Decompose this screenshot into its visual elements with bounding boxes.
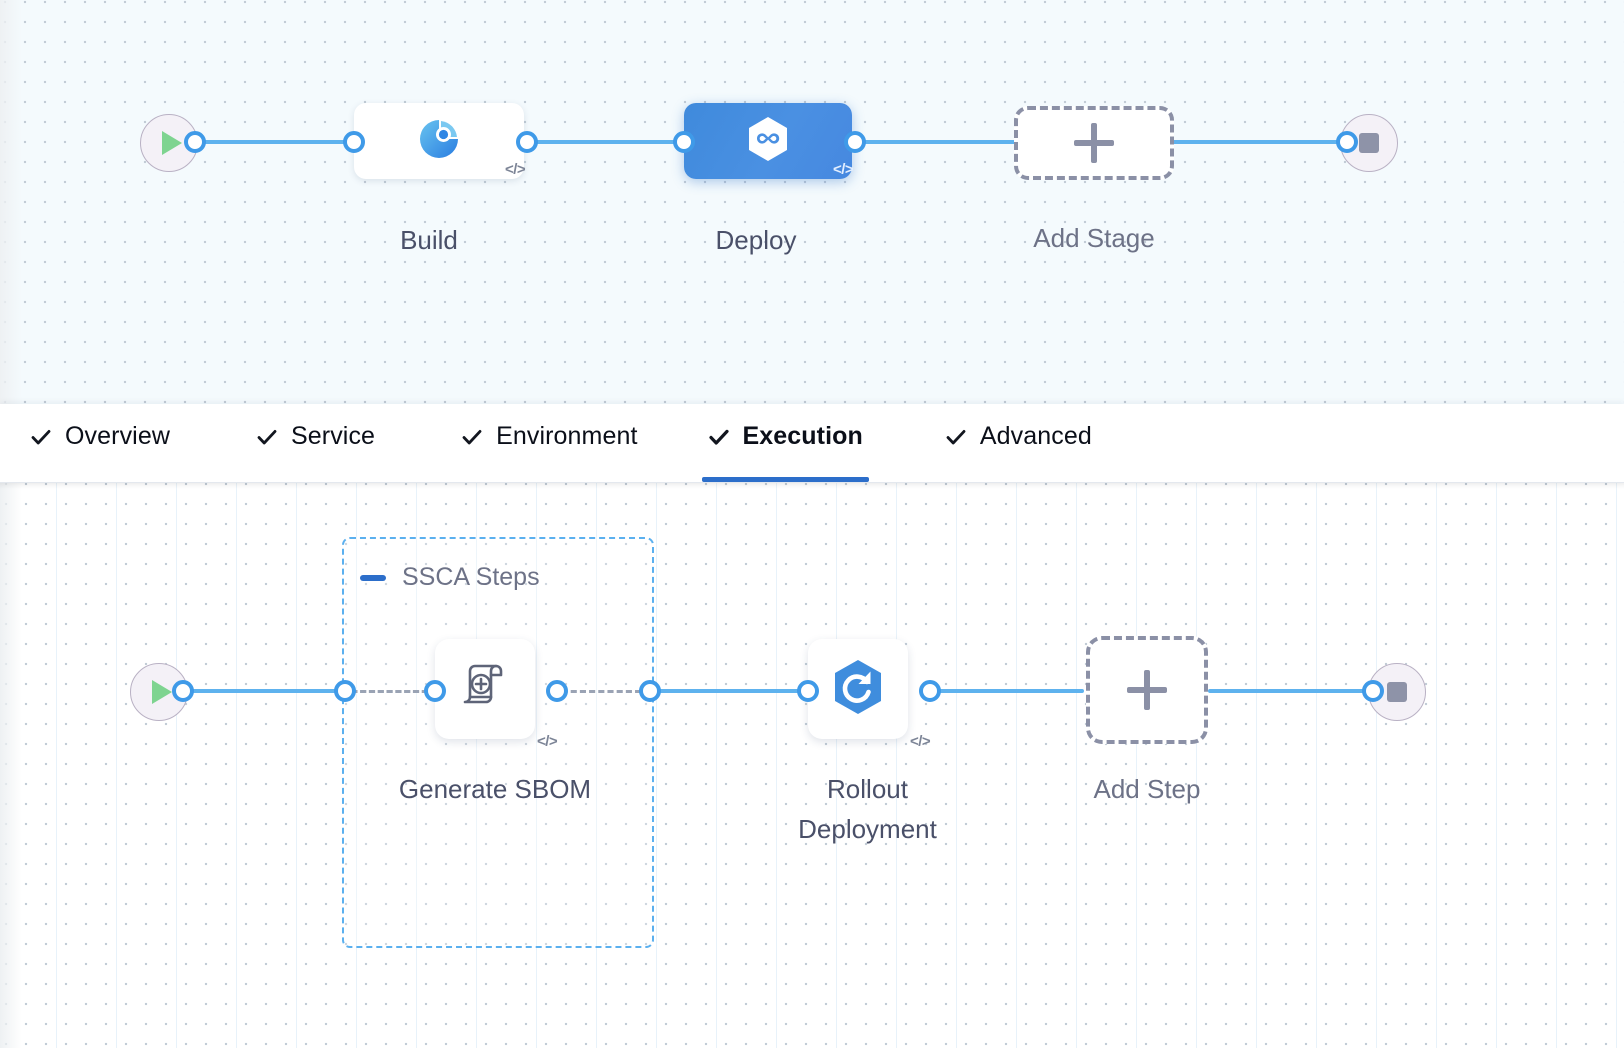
tab-overview[interactable]: Overview [26,404,174,482]
edge-addstage-to-end [1168,140,1358,144]
deploy-hexagon-infinity-icon [744,114,792,169]
tab-execution[interactable]: Execution [701,404,870,482]
rollout-hexagon-refresh-icon [829,657,887,722]
port-build-in[interactable] [343,131,365,153]
port-step-end-in[interactable] [1362,680,1384,702]
ssca-steps-group-title: SSCA Steps [402,563,540,591]
check-icon [708,426,730,448]
play-icon [151,680,172,704]
sbom-scroll-plus-icon [456,658,514,721]
stop-icon [1387,682,1407,702]
edge-sbom-to-group-out [560,690,656,693]
ssca-steps-group[interactable] [342,537,654,948]
port-rollout-in[interactable] [797,680,819,702]
check-icon [461,426,483,448]
edge-start-to-group [168,689,352,693]
sbom-code-badge[interactable]: </> [537,733,558,750]
port-group-in[interactable] [334,680,356,702]
minus-icon[interactable] [360,574,386,581]
edge-addstep-to-end [1208,689,1378,693]
stage-label-build: Build [400,225,458,255]
stop-icon [1359,133,1379,153]
port-group-out[interactable] [639,680,661,702]
step-label-rollout-deployment: Rollout Deployment [798,774,937,844]
tab-advanced[interactable]: Advanced [941,404,1096,482]
port-sbom-out[interactable] [546,680,568,702]
port-sbom-in[interactable] [424,680,446,702]
ssca-steps-group-header: SSCA Steps [360,563,540,592]
build-code-badge[interactable]: </> [505,161,526,178]
stage-card-build[interactable] [354,103,524,179]
build-pie-icon [415,115,463,168]
edge-rollout-to-addstep [924,689,1084,693]
tab-list: Overview Service Environment Execution [0,404,1624,482]
deploy-code-badge[interactable]: </> [833,161,854,178]
step-card-rollout-deployment[interactable] [808,639,908,739]
port-step-start-out[interactable] [172,680,194,702]
plus-icon [1074,123,1114,163]
check-icon [30,426,52,448]
edge-deploy-to-addstage [840,140,1020,144]
port-end-in[interactable] [1336,131,1358,153]
check-icon [256,426,278,448]
port-deploy-in[interactable] [673,131,695,153]
tab-environment[interactable]: Environment [457,404,641,482]
edge-group-to-rollout [650,689,820,693]
rollout-code-badge[interactable]: </> [910,733,931,750]
tab-label-service: Service [291,421,376,450]
tab-label-execution: Execution [742,421,863,450]
port-rollout-out[interactable] [919,680,941,702]
edge-start-to-build [178,140,358,144]
add-step-button[interactable] [1086,636,1208,744]
port-start-out[interactable] [184,131,206,153]
port-build-out[interactable] [516,131,538,153]
stage-label-deploy: Deploy [715,225,797,255]
step-label-generate-sbom: Generate SBOM [398,774,592,804]
step-card-generate-sbom-visual[interactable] [435,639,535,739]
plus-icon [1127,670,1167,710]
play-icon [161,131,182,155]
stage-canvas[interactable]: </> Build </> Deploy Add Stage [0,0,1624,408]
stage-start-node[interactable] [140,114,198,172]
tab-label-environment: Environment [496,421,638,450]
stage-card-deploy[interactable] [684,103,852,179]
add-stage-button[interactable] [1014,106,1174,180]
edge-group-in-to-sbom [350,690,442,693]
add-step-label: Add Step [1093,774,1201,804]
add-stage-label: Add Stage [1033,223,1155,253]
port-deploy-out[interactable] [844,131,866,153]
tab-service[interactable]: Service [252,404,379,482]
tab-label-overview: Overview [65,421,170,450]
step-canvas[interactable]: SSCA Steps [0,481,1624,1048]
edge-build-to-deploy [514,140,694,144]
check-icon [945,426,967,448]
tab-label-advanced: Advanced [979,421,1092,450]
stage-config-tabbar: Overview Service Environment Execution [0,404,1624,483]
